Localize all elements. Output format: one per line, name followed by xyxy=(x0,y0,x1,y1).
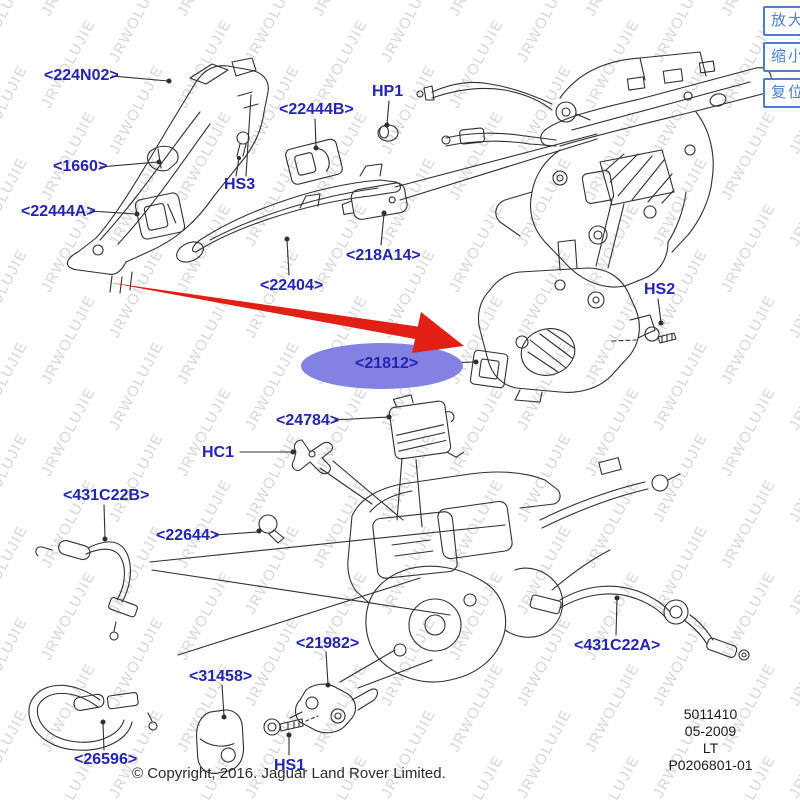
part-label-24784[interactable]: <24784> xyxy=(276,412,340,429)
copyright-text: © Copyright, 2016. Jaguar Land Rover Lim… xyxy=(132,765,446,782)
part-drawing-HS2 xyxy=(644,326,677,344)
highlight-arrow xyxy=(106,282,464,353)
drawing-number: 5011410 xyxy=(683,706,738,722)
leader-lines xyxy=(89,75,664,756)
part-drawing-22644 xyxy=(258,514,285,544)
part-label-HS2[interactable]: HS2 xyxy=(644,281,676,298)
part-label-21982[interactable]: <21982> xyxy=(296,635,360,652)
zoom-in-button[interactable]: 放大 xyxy=(763,6,800,36)
part-drawing-latch-assembly xyxy=(394,51,772,288)
part-label-431C22B[interactable]: <431C22B> xyxy=(63,487,150,504)
part-drawing-22404 xyxy=(176,163,402,263)
part-drawing-HS3 xyxy=(235,94,252,177)
part-label-26596[interactable]: <26596> xyxy=(74,751,138,768)
part-drawing-22444B xyxy=(285,138,343,185)
drawing-info-block: 5011410 05-2009 LT P0206801-01 xyxy=(638,706,783,774)
part-label-224N02[interactable]: <224N02> xyxy=(44,67,119,84)
part-drawing-HP1 xyxy=(377,124,399,142)
part-drawing-door-module xyxy=(347,457,681,683)
highlight-ellipse xyxy=(301,343,463,389)
part-label-431C22A[interactable]: <431C22A> xyxy=(574,637,661,654)
part-drawing-26596 xyxy=(28,684,158,751)
part-drawing-431C22B xyxy=(35,540,138,641)
part-drawing-HC1 xyxy=(291,439,333,475)
part-label-218A14[interactable]: <218A14> xyxy=(346,247,421,264)
part-label-22444B[interactable]: <22444B> xyxy=(279,101,354,118)
zoom-out-button[interactable]: 缩小 xyxy=(763,42,800,72)
part-drawing-21812 xyxy=(469,239,656,403)
part-drawing-HS1 xyxy=(263,715,319,736)
part-drawing-22444A xyxy=(134,192,186,240)
part-label-HS1[interactable]: HS1 xyxy=(274,757,306,774)
drawing-date: 05-2009 xyxy=(684,723,737,739)
part-label-22644[interactable]: <22644> xyxy=(156,527,220,544)
drawing-lt: LT xyxy=(702,740,719,756)
part-drawing-21982 xyxy=(289,683,379,734)
part-label-1660[interactable]: <1660> xyxy=(53,158,108,175)
part-label-HC1[interactable]: HC1 xyxy=(202,444,235,461)
part-drawing-1660 xyxy=(147,145,179,172)
part-label-22404[interactable]: <22404> xyxy=(260,277,324,294)
part-drawing-31458 xyxy=(195,709,245,774)
part-label-31458[interactable]: <31458> xyxy=(189,668,253,685)
reset-button[interactable]: 复位 xyxy=(763,78,800,108)
part-drawing-431C22A xyxy=(529,585,750,661)
drawing-ref: P0206801-01 xyxy=(668,757,753,773)
part-label-21812[interactable]: <21812> xyxy=(355,355,419,372)
part-label-HS3[interactable]: HS3 xyxy=(224,176,256,193)
part-label-22444A[interactable]: <22444A> xyxy=(21,203,96,220)
part-drawing-224N02 xyxy=(66,57,269,294)
part-drawing-218A14 xyxy=(341,182,408,220)
part-label-HP1[interactable]: HP1 xyxy=(372,83,404,100)
part-drawing-24784 xyxy=(388,394,465,460)
